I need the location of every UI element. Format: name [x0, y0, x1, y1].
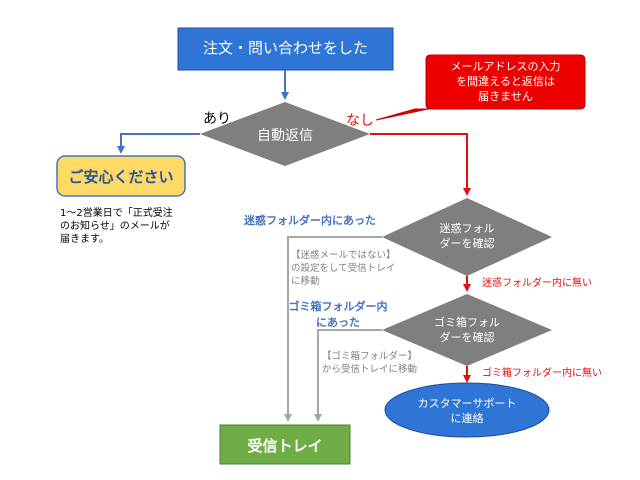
auto-reply-decision — [200, 102, 370, 166]
reassure-note: 1～2営業日で「正式受注 のお知らせ」のメールが 届きます。 — [60, 208, 173, 245]
inbox-text: 受信トレイ — [247, 437, 323, 455]
trash-not-found-label: ゴミ箱フォルダー内に無い — [482, 368, 602, 379]
spam-found-note: 【迷惑メールではない】 の設定をして受信トレイ に移動 — [291, 250, 396, 287]
start-text: 注文・問い合わせをした — [202, 39, 368, 57]
spam-not-found-label: 迷惑フォルダー内に無い — [482, 278, 592, 289]
connector-trash-found — [314, 329, 382, 422]
connector-auto-no — [370, 133, 471, 196]
reassure-title: ご安心ください — [68, 168, 174, 186]
spam-found-label: 迷惑フォルダー内にあった — [244, 214, 376, 227]
support-text: カスタマーサポート に連絡 — [417, 397, 517, 425]
reassure-box — [56, 155, 186, 197]
callout-text: メールアドレスの入力 を間違えると返信は 届きません — [450, 60, 561, 103]
support-ellipse — [384, 382, 550, 438]
connector-auto-yes — [117, 133, 200, 154]
warning-callout-shape — [375, 54, 586, 121]
start-box — [177, 27, 394, 71]
connector-spam-found — [284, 236, 382, 422]
trash-decision-text: ゴミ箱フォル ダーを確認 — [434, 316, 500, 344]
auto-no-label: なし — [346, 113, 374, 129]
trash-found-note: 【ゴミ箱フォルダー】 から受信トレイに移動 — [322, 351, 418, 375]
auto-yes-label: あり — [203, 111, 231, 127]
inbox-box — [219, 424, 351, 465]
spam-decision-text: 迷惑フォル ダーを確認 — [439, 222, 495, 250]
auto-reply-decision-text: 自動返信 — [257, 128, 313, 144]
trash-folder-decision — [382, 294, 552, 366]
trash-found-label: ゴミ箱フォルダー内 にあった — [288, 300, 388, 329]
spam-folder-decision — [382, 198, 552, 276]
